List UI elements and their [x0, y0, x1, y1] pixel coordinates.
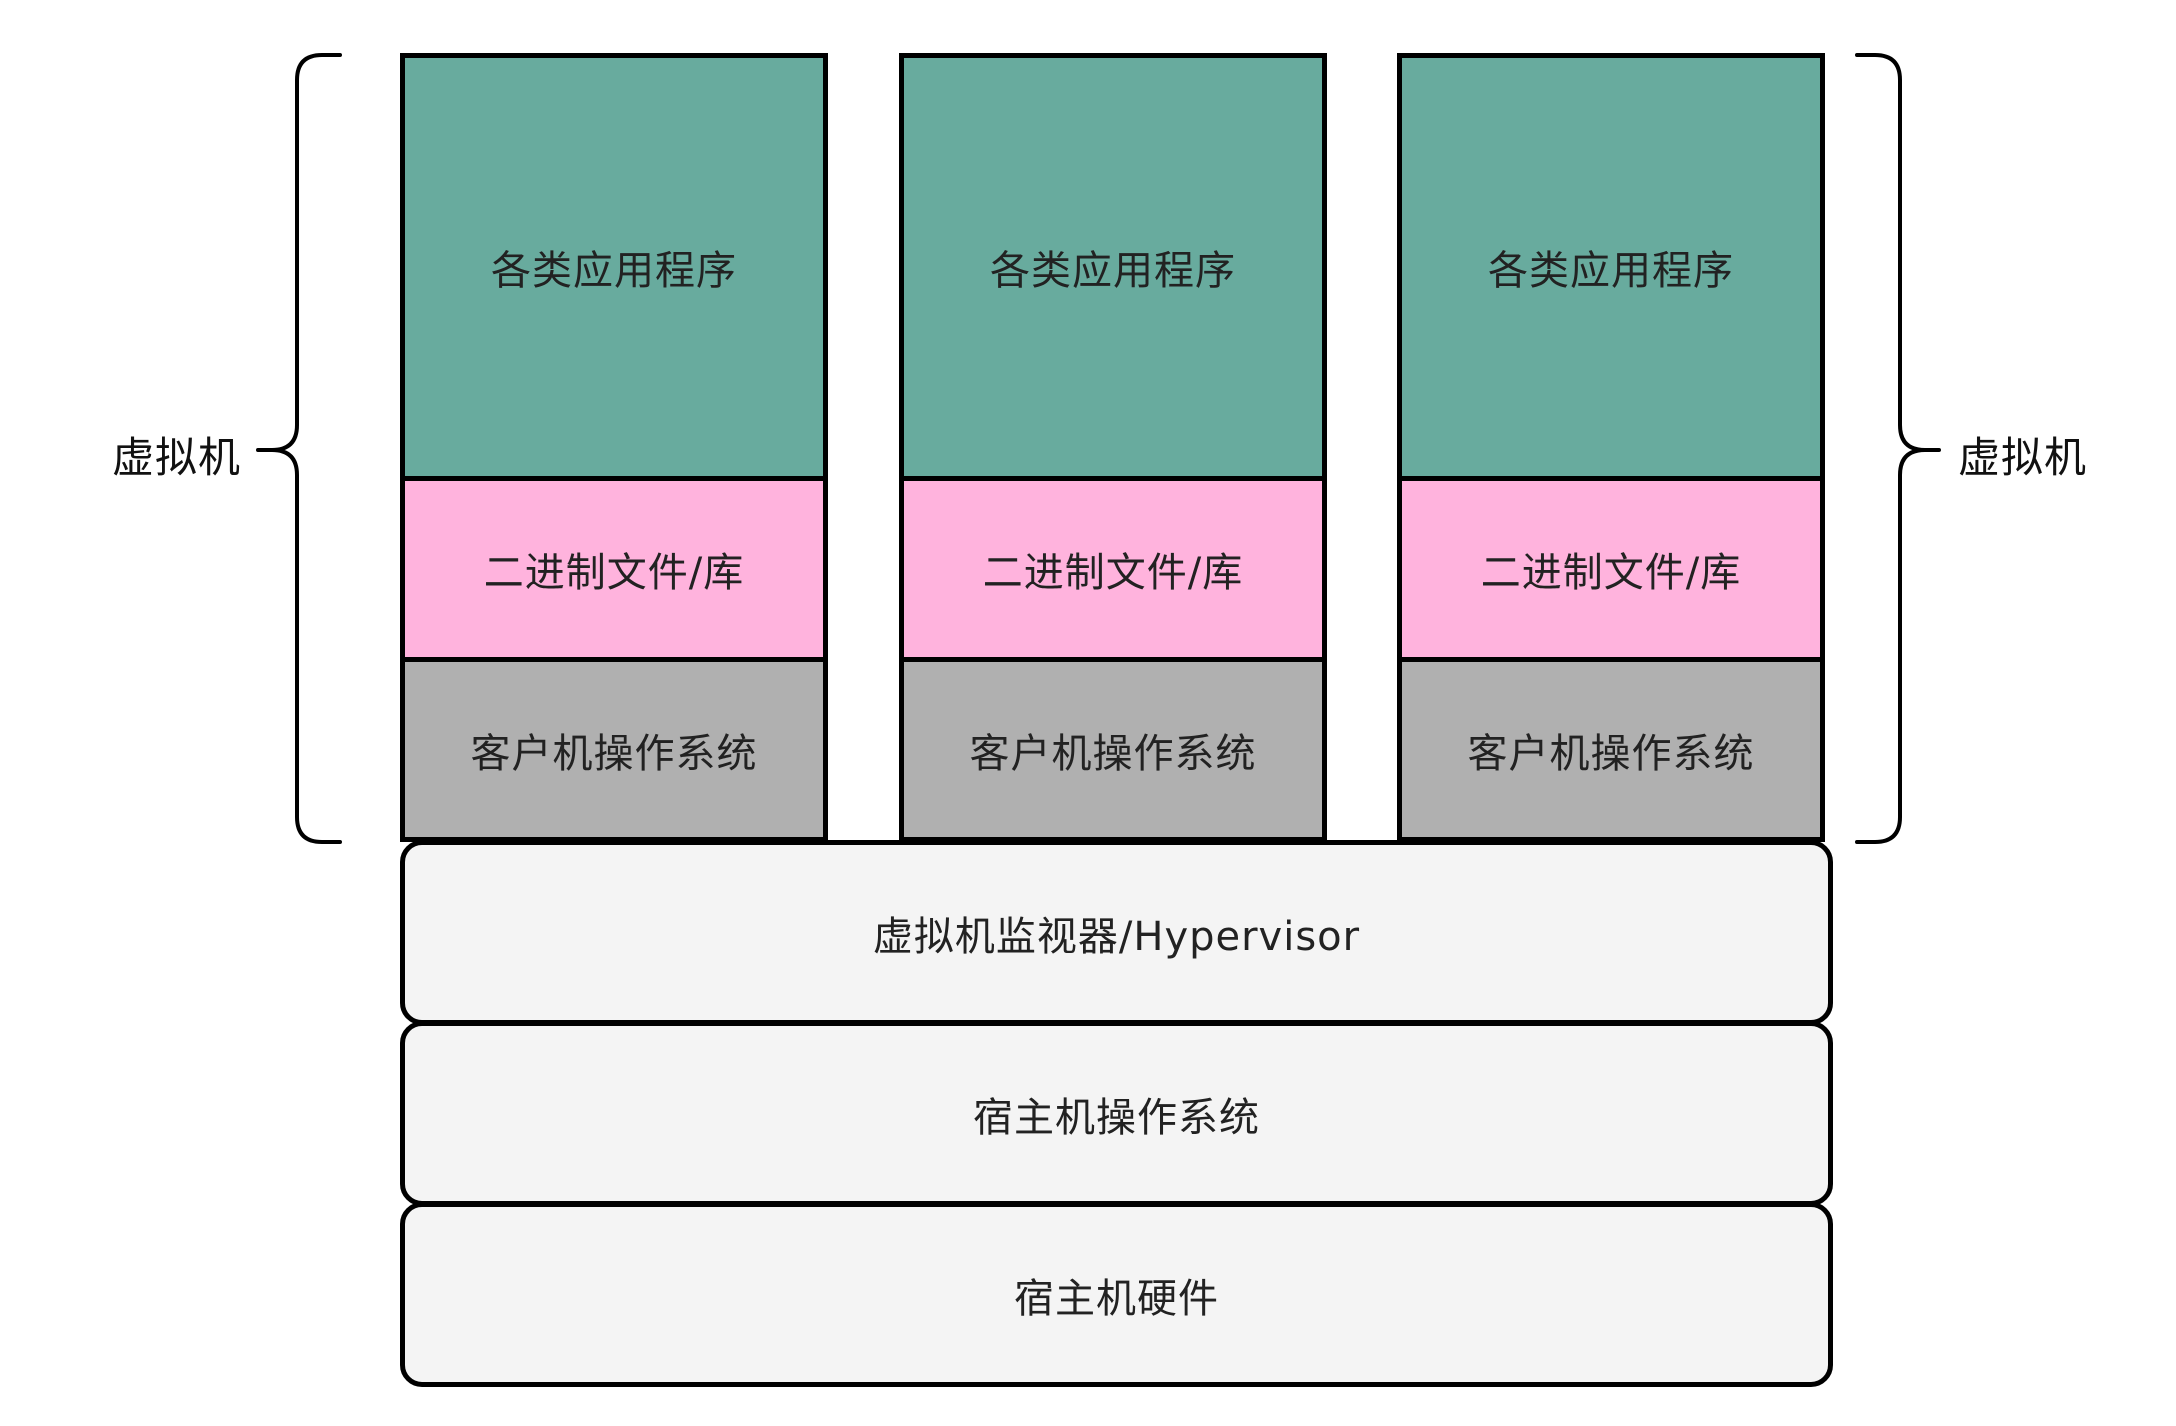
apps-label: 各类应用程序 [990, 248, 1236, 294]
right-brace [1855, 53, 1941, 844]
left-brace-label: 虚拟机 [112, 433, 242, 482]
libs-box: 二进制文件/库 [899, 476, 1327, 662]
apps-box: 各类应用程序 [1397, 53, 1825, 481]
hypervisor-layer: 虚拟机监视器/Hypervisor [400, 840, 1833, 1025]
host-hardware-layer: 宿主机硬件 [400, 1202, 1833, 1387]
libs-box: 二进制文件/库 [400, 476, 828, 662]
libs-label: 二进制文件/库 [483, 550, 745, 596]
apps-label: 各类应用程序 [1488, 248, 1734, 294]
apps-box: 各类应用程序 [899, 53, 1327, 481]
apps-label: 各类应用程序 [491, 248, 737, 294]
guest-os-label: 客户机操作系统 [470, 730, 758, 777]
right-brace-label: 虚拟机 [1958, 433, 2088, 482]
host-os-layer: 宿主机操作系统 [400, 1021, 1833, 1206]
hypervisor-label: 虚拟机监视器/Hypervisor [872, 913, 1361, 960]
guest-os-box: 客户机操作系统 [400, 657, 828, 842]
host-os-label: 宿主机操作系统 [973, 1094, 1260, 1141]
guest-os-box: 客户机操作系统 [899, 657, 1327, 842]
guest-os-label: 客户机操作系统 [1467, 730, 1755, 777]
libs-label: 二进制文件/库 [1480, 550, 1742, 596]
host-hardware-label: 宿主机硬件 [1014, 1275, 1219, 1322]
vm-stack-1: 各类应用程序 二进制文件/库 客户机操作系统 [400, 53, 828, 842]
libs-label: 二进制文件/库 [982, 550, 1244, 596]
guest-os-label: 客户机操作系统 [969, 730, 1257, 777]
vm-stack-3: 各类应用程序 二进制文件/库 客户机操作系统 [1397, 53, 1825, 842]
apps-box: 各类应用程序 [400, 53, 828, 481]
libs-box: 二进制文件/库 [1397, 476, 1825, 662]
guest-os-box: 客户机操作系统 [1397, 657, 1825, 842]
left-brace [256, 53, 342, 844]
vm-stack-2: 各类应用程序 二进制文件/库 客户机操作系统 [899, 53, 1327, 842]
